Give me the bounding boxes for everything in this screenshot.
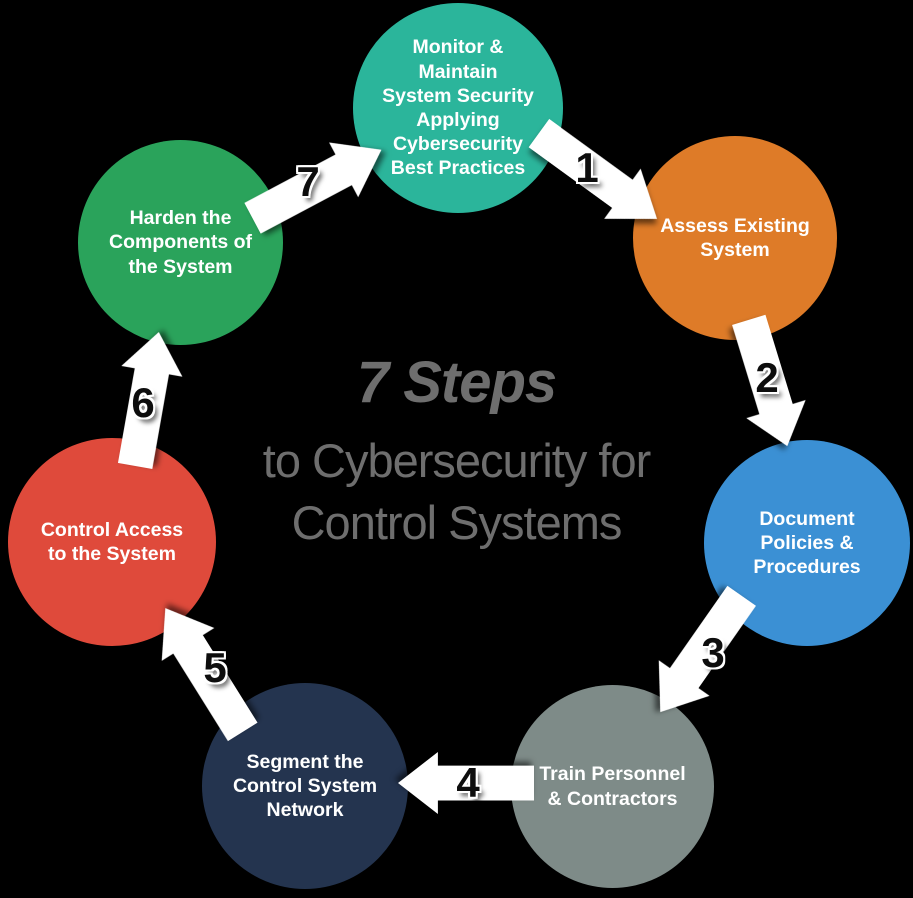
step-number-7: 7 xyxy=(296,158,320,205)
arrow-7-icon xyxy=(238,122,396,245)
step-circle-train-personnel: Train Personnel & Contractors xyxy=(511,685,714,888)
step-label-harden-components: Harden the Components of the System xyxy=(109,207,252,278)
title-subtitle-line1: to Cybersecurity for xyxy=(262,434,651,487)
title-heading: 7 Steps xyxy=(356,350,557,415)
step-label-document-policies: Document Policies & Procedures xyxy=(753,507,861,579)
step-circle-assess-existing: Assess Existing System xyxy=(633,136,837,340)
step-label-monitor-maintain: Monitor & Maintain System Security Apply… xyxy=(382,36,534,180)
step-circle-harden-components: Harden the Components of the System xyxy=(78,140,283,345)
step-number-2: 2 xyxy=(755,354,779,401)
step-number-6: 6 xyxy=(131,379,155,426)
step-number-3: 3 xyxy=(701,629,725,676)
step-label-segment-network: Segment the Control System Network xyxy=(232,750,378,822)
arrow-1-icon xyxy=(521,108,676,244)
step-number-5: 5 xyxy=(203,644,227,691)
arrow-6-icon xyxy=(105,327,190,472)
step-label-assess-existing: Assess Existing System xyxy=(660,214,810,261)
arrow-5-icon xyxy=(139,592,269,749)
step-number-1: 1 xyxy=(575,144,599,191)
arrow-3-icon xyxy=(635,578,767,730)
arrow-2-icon xyxy=(719,311,817,455)
step-circle-control-access: Control Access to the System xyxy=(8,438,216,646)
step-label-control-access: Control Access to the System xyxy=(40,518,184,565)
step-label-train-personnel: Train Personnel & Contractors xyxy=(539,763,686,810)
arrow-4-icon xyxy=(398,752,534,814)
title-subtitle-line2: Control Systems xyxy=(291,496,623,549)
step-circle-monitor-maintain: Monitor & Maintain System Security Apply… xyxy=(353,3,563,213)
diagram-title: 7 Steps to Cybersecurity for Control Sys… xyxy=(0,352,913,552)
step-number-4: 4 xyxy=(456,759,480,806)
